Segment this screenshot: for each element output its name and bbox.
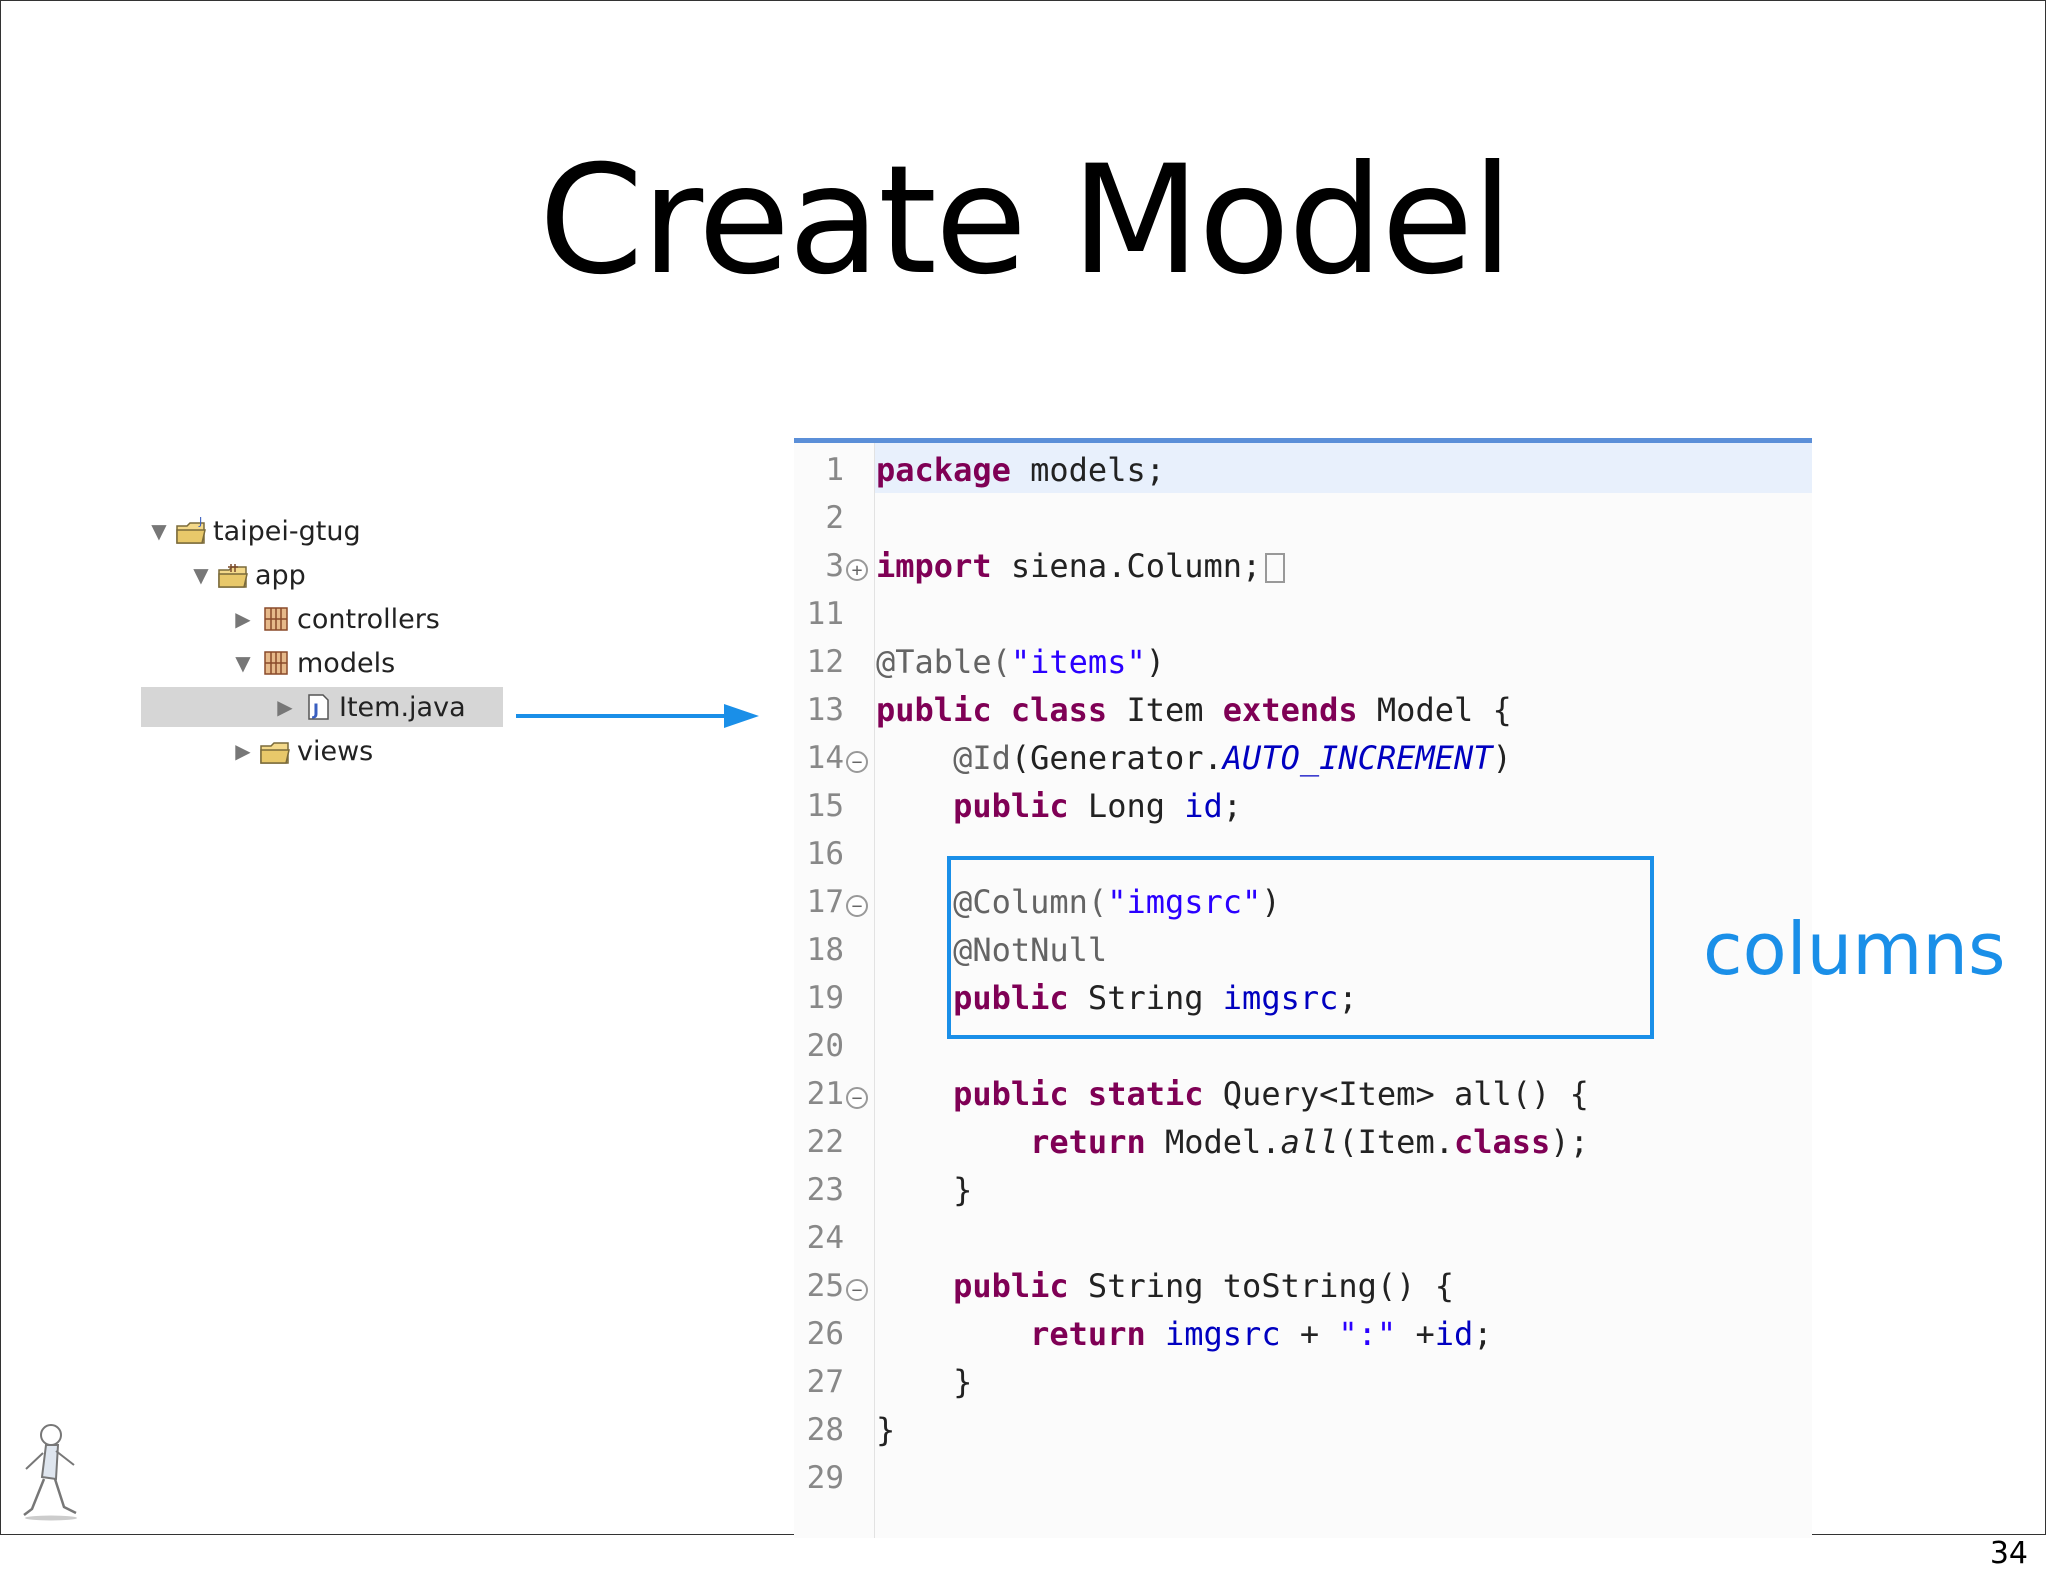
line-number: 1 xyxy=(825,452,844,488)
tree-item-label: models xyxy=(297,647,396,679)
tree-item-item-java[interactable]: ▶ J Item.java xyxy=(141,687,503,727)
line-number: 14 xyxy=(806,740,844,776)
line-number: 24 xyxy=(806,1220,844,1256)
tree-item-label: Item.java xyxy=(339,691,466,723)
code-line: return Model.all(Item.class); xyxy=(1030,1123,1589,1161)
code-line: } xyxy=(953,1171,973,1209)
code-line: public class Item extends Model { xyxy=(876,691,1512,729)
collapse-arrow-icon[interactable]: ▶ xyxy=(235,739,251,763)
code-line: public String imgsrc; xyxy=(953,979,1358,1017)
collapse-fold-icon[interactable]: − xyxy=(846,895,868,917)
expand-arrow-icon[interactable]: ▼ xyxy=(235,651,251,675)
line-number: 27 xyxy=(806,1364,844,1400)
package-icon xyxy=(259,648,293,678)
expand-arrow-icon[interactable]: ▼ xyxy=(193,563,209,587)
expand-fold-icon[interactable]: + xyxy=(846,559,868,581)
folded-imports-icon[interactable] xyxy=(1265,553,1286,583)
collapse-fold-icon[interactable]: − xyxy=(846,1087,868,1109)
svg-text:J: J xyxy=(198,516,202,528)
line-number: 19 xyxy=(806,980,844,1016)
current-line-highlight xyxy=(874,443,1812,493)
page-number: 34 xyxy=(1989,1536,2028,1571)
tree-item-views[interactable]: ▶ views xyxy=(233,731,373,771)
code-line: return imgsrc + ":" +id; xyxy=(1030,1315,1493,1353)
code-line: public Long id; xyxy=(953,787,1243,825)
tree-item-app[interactable]: ▼ app xyxy=(191,555,306,595)
collapse-arrow-icon[interactable]: ▶ xyxy=(235,607,251,631)
expand-arrow-icon[interactable]: ▼ xyxy=(151,519,167,543)
tree-item-taipei-gtug[interactable]: ▼ J taipei-gtug xyxy=(149,511,361,551)
code-line: public String toString() { xyxy=(953,1267,1454,1305)
collapse-fold-icon[interactable]: − xyxy=(846,751,868,773)
package-icon xyxy=(259,604,293,634)
line-number: 21 xyxy=(806,1076,844,1112)
code-line: @NotNull xyxy=(953,931,1108,969)
mascot-logo-icon xyxy=(23,1424,77,1521)
folder-icon xyxy=(259,736,293,766)
code-line: @Column("imgsrc") xyxy=(953,883,1281,921)
line-number: 3 xyxy=(825,548,844,584)
code-line: import siena.Column; xyxy=(876,543,1286,589)
code-line: @Table("items") xyxy=(876,643,1165,681)
line-number: 2 xyxy=(825,500,844,536)
java-file-icon: J xyxy=(301,692,335,722)
source-folder-icon xyxy=(217,560,251,590)
code-line: @Id(Generator.AUTO_INCREMENT) xyxy=(953,739,1512,777)
tree-item-models[interactable]: ▼ models xyxy=(233,643,395,683)
line-number: 15 xyxy=(806,788,844,824)
slide: Create Model ▼ J taipei-gtug ▼ app ▶ con… xyxy=(0,0,2046,1538)
line-number: 12 xyxy=(806,644,844,680)
line-number: 28 xyxy=(806,1412,844,1448)
line-number: 29 xyxy=(806,1460,844,1496)
columns-callout-label: columns xyxy=(1703,907,2006,991)
slide-title: Create Model xyxy=(538,134,1513,308)
line-number: 13 xyxy=(806,692,844,728)
line-number: 22 xyxy=(806,1124,844,1160)
tree-item-label: app xyxy=(255,559,306,591)
tree-item-label: controllers xyxy=(297,603,440,635)
columns-highlight-box xyxy=(947,856,1654,1039)
tree-item-label: taipei-gtug xyxy=(213,515,361,547)
line-number: 23 xyxy=(806,1172,844,1208)
code-line: } xyxy=(876,1411,896,1449)
collapse-fold-icon[interactable]: − xyxy=(846,1279,868,1301)
project-folder-icon: J xyxy=(175,516,209,546)
line-number: 25 xyxy=(806,1268,844,1304)
collapse-arrow-icon[interactable]: ▶ xyxy=(277,695,293,719)
line-number: 26 xyxy=(806,1316,844,1352)
line-number-gutter: 1 2 3 11 12 13 14 15 16 17 18 19 20 21 2… xyxy=(794,443,875,1538)
code-line: package models; xyxy=(876,451,1165,489)
line-number: 11 xyxy=(806,596,844,632)
line-number: 16 xyxy=(806,836,844,872)
code-editor[interactable]: 1 2 3 11 12 13 14 15 16 17 18 19 20 21 2… xyxy=(794,438,1812,1538)
line-number: 20 xyxy=(806,1028,844,1064)
pointer-arrow-icon xyxy=(516,704,759,728)
tree-item-controllers[interactable]: ▶ controllers xyxy=(233,599,440,639)
line-number: 18 xyxy=(806,932,844,968)
svg-text:J: J xyxy=(312,700,319,719)
code-area[interactable]: package models; import siena.Column; @Ta… xyxy=(876,443,1812,1538)
code-line: public static Query<Item> all() { xyxy=(953,1075,1589,1113)
line-number: 17 xyxy=(806,884,844,920)
code-line: } xyxy=(953,1363,973,1401)
tree-item-label: views xyxy=(297,735,374,767)
